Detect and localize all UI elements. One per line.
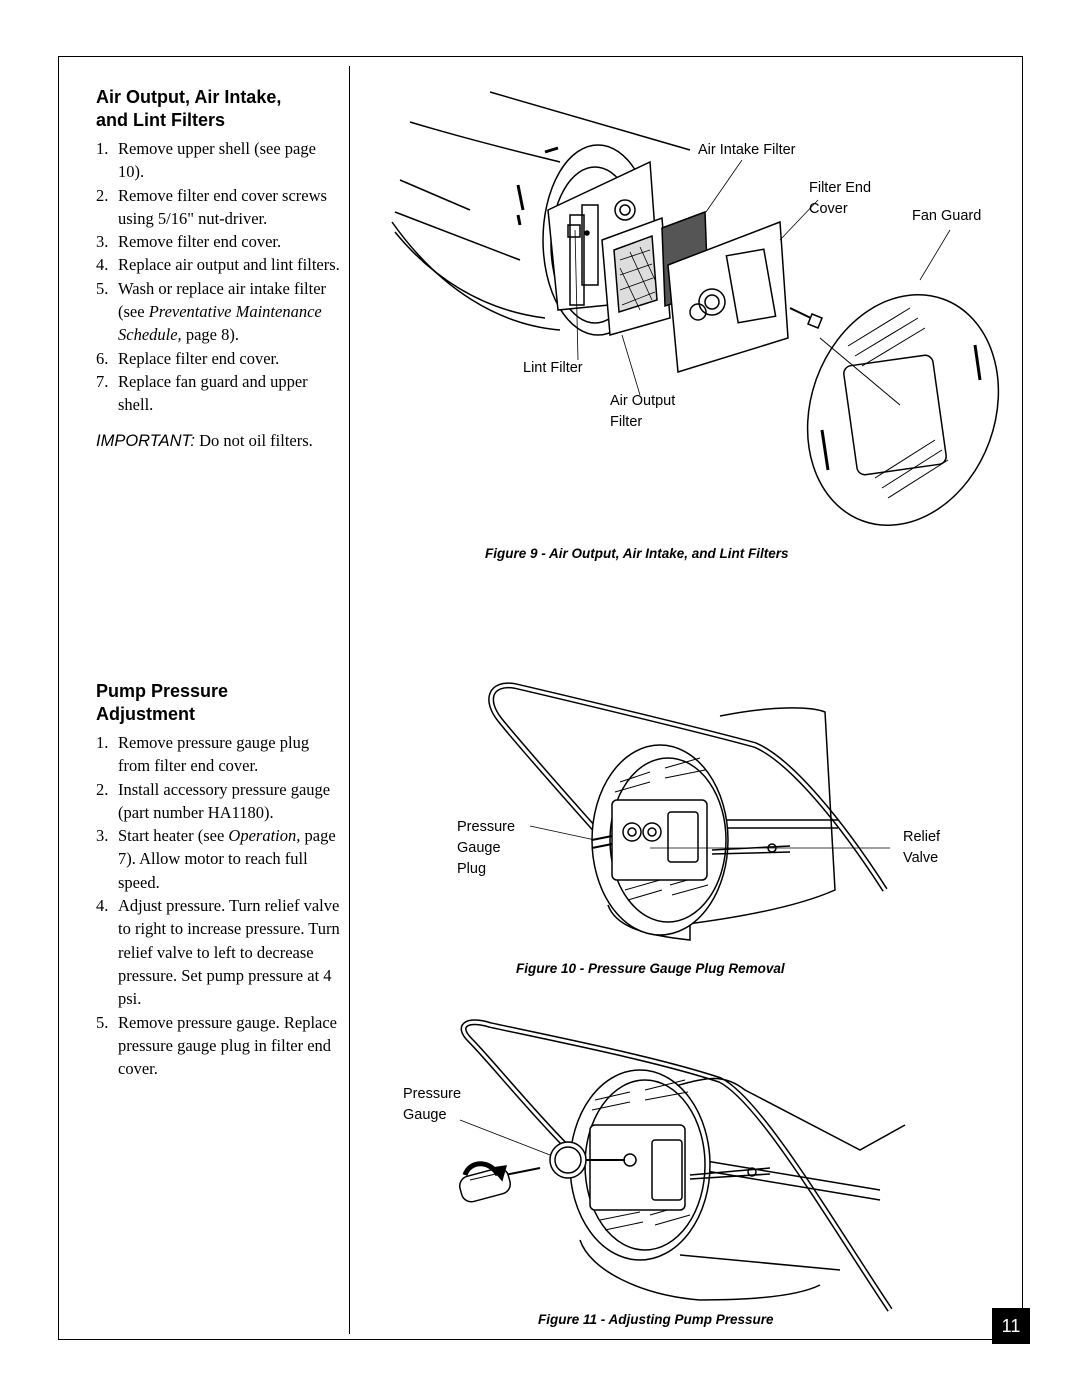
step-item: 2. Remove filter end cover screws using 5… [96,184,342,231]
step-number: 1. [96,733,109,752]
step-text: Wash or replace air intake filter (see [118,278,327,322]
figure-11-illustration [458,1019,906,1312]
figure-11: Pressure Gauge Figure 11 - Adjusting Pum… [403,1019,906,1327]
step-reference: Operation, [228,826,301,846]
step-number: 4. [96,896,109,916]
step-text: Start heater (see [118,826,229,846]
label-filter-end-cover: Filter End Cover [809,180,872,217]
important-label: IMPORTANT: [96,431,195,450]
step-text: Remove pressure gauge plug from filter e… [118,733,310,776]
step-number: 3. [96,232,109,252]
step-item: 1. Remove pressure gauge plug from filter… [96,731,342,778]
step-item: 1. Remove upper shell (see page 10). [96,137,342,184]
section-air-filters: Air Output, Air Intake, and Lint Filters… [96,86,342,453]
step-item: 2. Install accessory pressure gauge (part… [96,778,342,825]
section-title-air-filters: Air Output, Air Intake, and Lint Filters [96,86,342,132]
figure-11-caption: Figure 11 - Adjusting Pump Pressure [538,1312,774,1327]
label-air-output-filter: Air Output Filter [610,393,676,430]
step-item: 4. Adjust pressure. Turn relief valve to … [96,894,342,1010]
step-item: 6. Replace filter end cover. [96,347,342,370]
figure-10-caption: Figure 10 - Pressure Gauge Plug Removal [516,961,785,976]
page-number: 11 [992,1308,1030,1344]
step-item: 5. Remove pressure gauge. Replace pressur… [96,1011,342,1081]
step-text: Install accessory pressure gauge (part n… [118,779,331,822]
important-text: Do not oil filters. [195,430,313,450]
step-item: 5. Wash or replace air intake filter (see… [96,277,342,347]
label-pressure-gauge-plug: Pressure Gauge Plug [457,819,516,877]
step-number: 1. [96,139,109,158]
page-frame [58,56,1023,1340]
step-text-tail: page 7). Allow motor to reach full speed… [118,826,336,892]
step-number: 3. [96,826,109,846]
title-line-1: Air Output, Air Intake, [96,87,282,107]
label-fan-guard: Fan Guard [912,208,982,224]
figure-9-illustration [391,91,1000,527]
steps-list-pump-pressure: 1. Remove pressure gauge plug from filter… [96,731,342,1080]
figure-10-illustration [488,682,890,941]
steps-list-air-filters: 1. Remove upper shell (see page 10). 2. Re… [96,137,342,417]
step-text-tail: page 8). [181,325,239,345]
step-item: 3. Start heater (see Operation, page 7). … [96,824,342,894]
step-number: 2. [96,779,109,799]
step-number: 7. [96,371,109,391]
label-pressure-gauge: Pressure Gauge [403,1086,462,1123]
figure-9-caption: Figure 9 - Air Output, Air Intake, and L… [485,546,789,561]
step-text: Remove upper shell (see page 10). [118,139,316,182]
step-text: Remove filter end cover screws using 5/1… [118,185,327,228]
title-line-1: Pump Pressure [96,681,229,701]
step-text: Replace fan guard and upper shell. [118,371,308,415]
step-reference: Preventative Maintenance Schedule, [118,302,322,345]
step-text: Replace air output and lint filters. [118,255,340,275]
important-note: IMPORTANT: Do not oil filters. [96,429,342,453]
step-text: Adjust pressure. Turn relief valve to ri… [118,896,340,1009]
step-text: Replace filter end cover. [118,348,280,368]
step-item: 7. Replace fan guard and upper shell. [96,370,342,417]
label-lint-filter: Lint Filter [523,360,583,376]
step-number: 4. [96,255,109,275]
label-air-intake-filter: Air Intake Filter [698,142,796,158]
step-number: 5. [96,1012,109,1032]
step-text: Remove filter end cover. [118,232,282,252]
title-line-2: and Lint Filters [96,110,226,130]
section-pump-pressure: Pump Pressure Adjustment 1. Remove pressu… [96,680,342,1080]
figure-9: Air Intake Filter Filter End Cover Fan G… [0,0,1080,580]
label-relief-valve: Relief Valve [903,829,941,866]
section-title-pump-pressure: Pump Pressure Adjustment [96,680,342,726]
figure-10: Pressure Gauge Plug Relief Valve Figure … [457,682,941,976]
column-divider [349,66,350,1334]
step-item: 3. Remove filter end cover. [96,230,342,253]
step-item: 4. Replace air output and lint filters. [96,253,342,276]
step-number: 6. [96,348,109,368]
step-number: 5. [96,278,109,298]
step-text: Remove pressure gauge. Replace pressure … [118,1012,337,1079]
step-number: 2. [96,185,109,205]
title-line-2: Adjustment [96,704,195,724]
